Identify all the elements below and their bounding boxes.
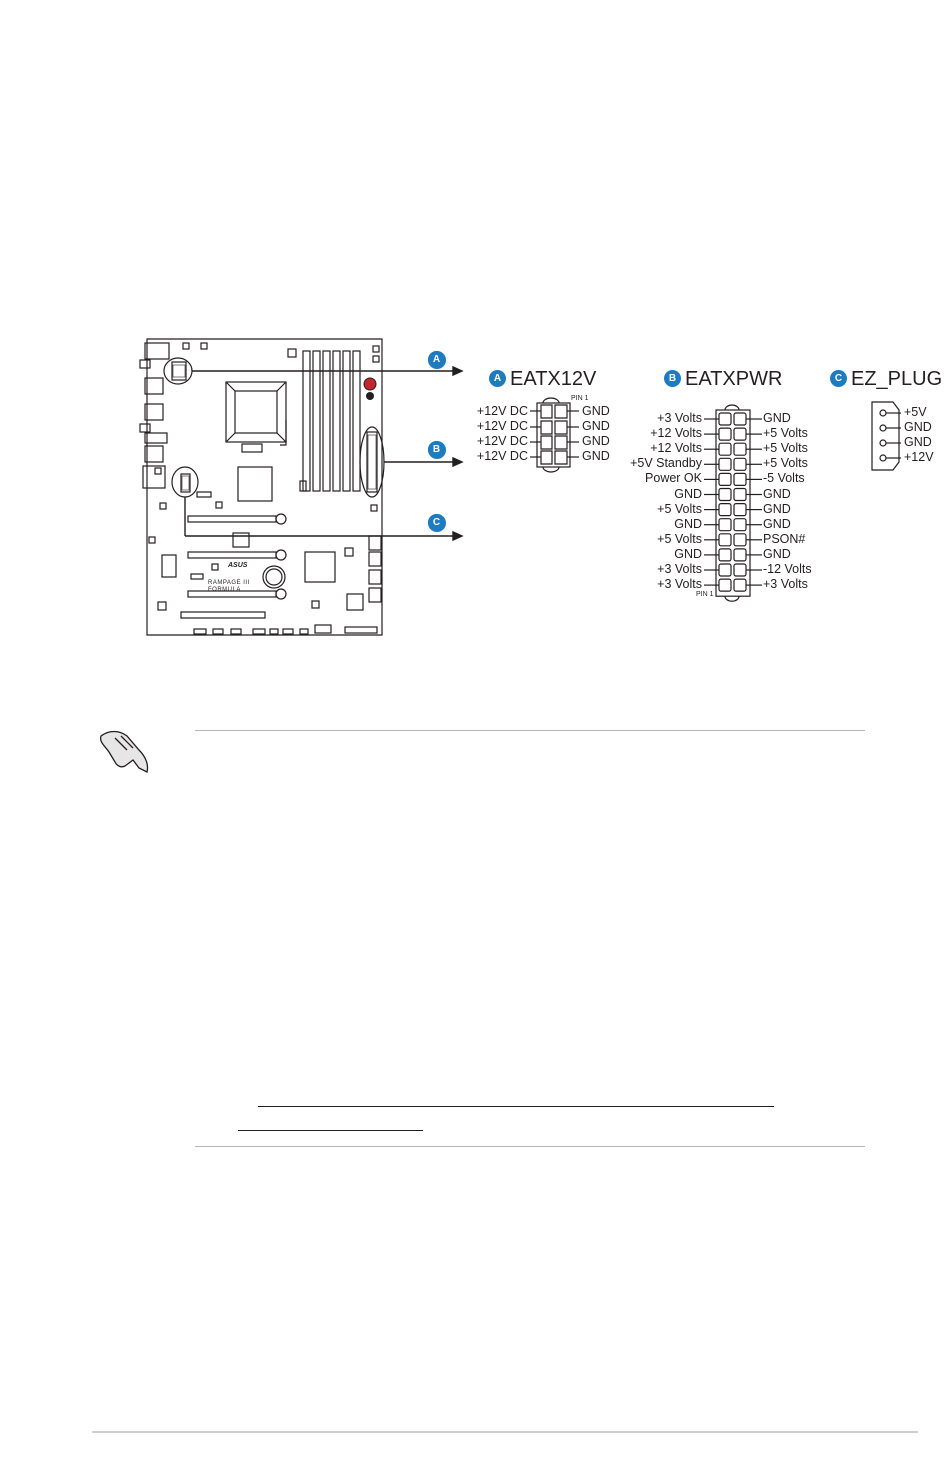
board-brand: ASUS [228,562,248,569]
eatx12v-left-1: +12V DC [476,404,528,418]
eatx12v-title: EATX12V [510,368,597,390]
note-bottom-rule [195,1146,865,1147]
note-top-rule [195,730,865,731]
eatxpwr-badge: B [664,370,681,387]
ez-plug-title: EZ_PLUG [851,368,943,390]
eatxpwr-right-1: GND [763,411,791,425]
eatxpwr-left-8: GND [674,516,702,531]
eatxpwr-housing [715,409,751,597]
eatx12v-right-4: GND [582,449,610,463]
eatx12v-left-4: +12V DC [476,449,528,463]
eatxpwr-left-2: +12 Volts [650,426,702,441]
redacted-link-line-1 [258,1106,774,1107]
eatxpwr-right-8: GND [763,516,791,531]
redacted-link-line-2 [238,1130,423,1131]
eatxpwr-title: EATXPWR [685,368,783,390]
eatxpwr-right-7: GND [763,501,791,516]
eatx12v-right-1: GND [582,404,610,418]
eatxpwr-left-6: GND [674,486,702,501]
eatxpwr-left-9: +5 Volts [657,531,702,546]
ez-plug-pin-2: GND [904,420,932,434]
eatxpwr-right-3: +5 Volts [763,441,808,456]
callout-a: A [428,351,445,368]
ez-plug-pin-4: +12V [904,450,934,464]
footer-rule [92,1431,918,1433]
eatxpwr-left-10: GND [674,546,702,561]
eatx12v-right-2: GND [582,419,610,433]
eatxpwr-right-12: +3 Volts [763,577,808,592]
eatxpwr-left-7: +5 Volts [657,501,702,516]
eatxpwr-right-11: -12 Volts [763,562,812,576]
eatxpwr-right-2: +5 Volts [763,426,808,441]
eatxpwr-left-12: +3 Volts [657,577,702,592]
eatx12v-pin1-label: PIN 1 [571,395,589,402]
eatx12v-left-3: +12V DC [476,434,528,448]
ez-plug-pin-1: +5V [904,405,927,419]
eatx12v-badge: A [489,370,506,387]
eatxpwr-right-10: GND [763,546,791,561]
eatxpwr-right-5: -5 Volts [763,471,805,486]
eatxpwr-right-9: PSON# [763,531,806,546]
eatx12v-left-2: +12V DC [476,419,528,433]
eatxpwr-left-1: +3 Volts [657,411,702,425]
eatxpwr-left-11: +3 Volts [657,562,702,576]
eatxpwr-left-4: +5V Standby [630,456,702,471]
eatxpwr-right-6: GND [763,486,791,501]
eatx12v-right-3: GND [582,434,610,448]
eatxpwr-pin1-label: PIN 1 [696,591,714,598]
callout-b: B [428,441,445,458]
eatxpwr-right-4: +5 Volts [763,456,808,471]
ez-plug-pin-3: GND [904,435,932,449]
callout-c: C [428,514,445,531]
eatxpwr-left-3: +12 Volts [650,441,702,456]
eatxpwr-left-5: Power OK [645,471,702,486]
board-model: RAMPAGE III FORMULA [208,580,250,593]
ez-plug-badge: C [830,370,847,387]
